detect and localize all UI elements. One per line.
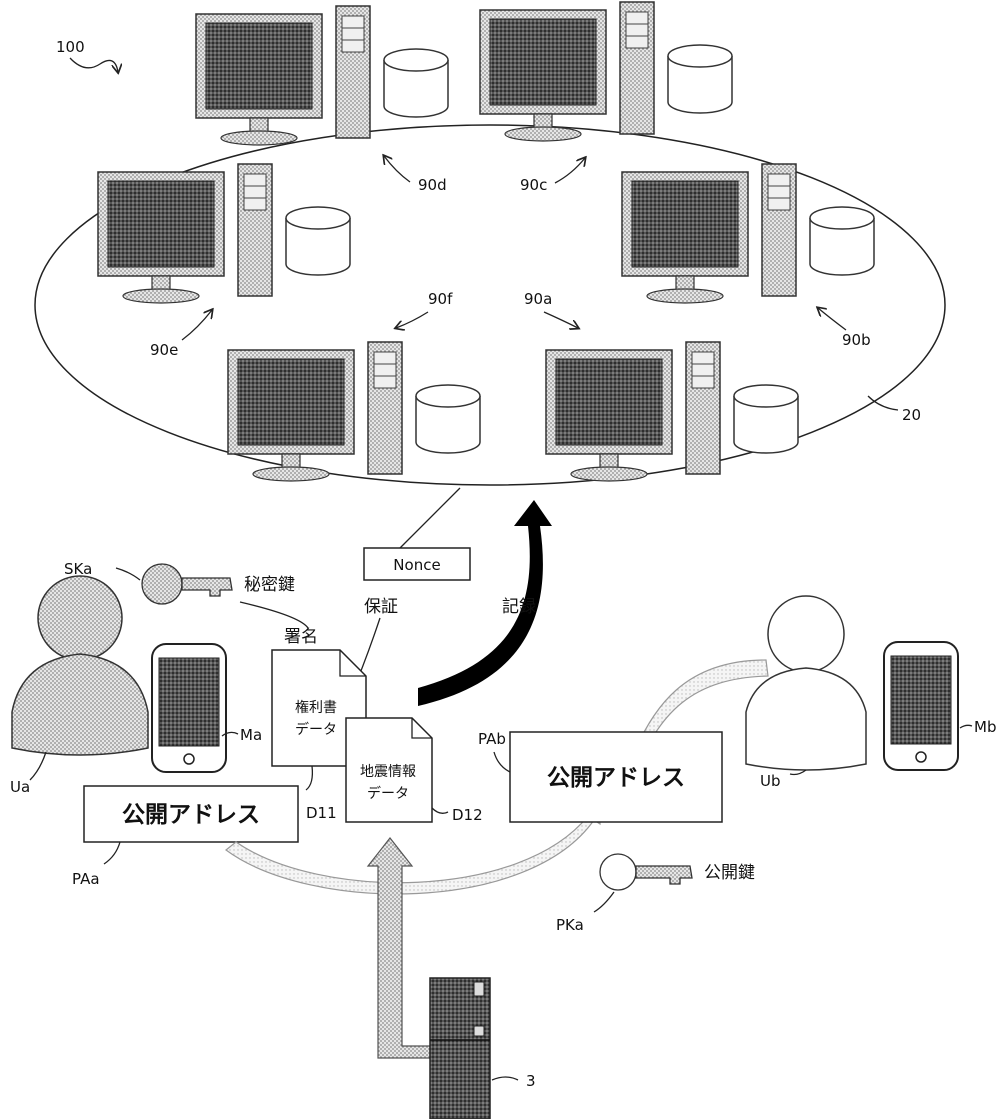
quake-document: 地震情報 データ — [346, 718, 432, 822]
svg-text:PKa: PKa — [556, 916, 584, 934]
svg-text:3: 3 — [526, 1072, 536, 1090]
svg-text:PAb: PAb — [478, 730, 506, 748]
svg-text:Nonce: Nonce — [393, 556, 440, 574]
terminal-b-label: Mb — [960, 718, 996, 736]
svg-text:D12: D12 — [452, 806, 483, 824]
quake-doc-ref: D12 — [432, 806, 483, 824]
node-90b — [622, 164, 874, 303]
user-a-figure — [12, 576, 148, 755]
public-address-a: 公開アドレス — [84, 786, 298, 842]
svg-text:データ: データ — [295, 721, 337, 738]
svg-text:公開アドレス: 公開アドレス — [122, 802, 260, 828]
node-label-90b: 90b — [818, 308, 871, 349]
user-a-label: Ua — [10, 752, 46, 796]
node-label-90f: 90f — [396, 290, 453, 328]
svg-text:秘密鍵: 秘密鍵 — [244, 575, 295, 595]
public-address-b: 公開アドレス — [510, 732, 722, 822]
node-label-90a: 90a — [524, 290, 578, 328]
svg-text:90b: 90b — [842, 331, 871, 349]
svg-text:Ma: Ma — [240, 726, 262, 744]
svg-text:Mb: Mb — [974, 718, 996, 736]
address-a-ref: PAa — [72, 842, 120, 888]
svg-text:100: 100 — [56, 38, 85, 56]
svg-text:権利書: 権利書 — [295, 699, 337, 716]
record-arrow: 記録 — [418, 500, 552, 706]
svg-text:保証: 保証 — [364, 597, 398, 617]
nonce-box: Nonce — [364, 548, 470, 580]
svg-text:90e: 90e — [150, 341, 178, 359]
node-label-90e: 90e — [150, 310, 212, 359]
svg-text:公開鍵: 公開鍵 — [704, 863, 755, 883]
key-icon — [142, 564, 232, 604]
seismic-sensor — [430, 978, 490, 1119]
svg-text:90d: 90d — [418, 176, 447, 194]
svg-text:地震情報: 地震情報 — [360, 764, 416, 780]
svg-text:90c: 90c — [520, 176, 547, 194]
svg-text:記録: 記録 — [502, 597, 536, 617]
node-90a — [546, 342, 798, 481]
public-key-group: 公開鍵 PKa — [556, 854, 755, 934]
svg-text:90f: 90f — [428, 290, 453, 308]
sensor-data-arrow — [368, 838, 430, 1058]
system-label: 100 — [56, 38, 118, 72]
node-label-90c: 90c — [520, 158, 585, 194]
svg-text:Ub: Ub — [760, 772, 781, 790]
svg-text:公開アドレス: 公開アドレス — [547, 765, 685, 791]
svg-text:PAa: PAa — [72, 870, 100, 888]
user-b-label: Ub — [760, 770, 806, 790]
phone-mb — [884, 642, 958, 770]
node-90e — [98, 164, 350, 303]
terminal-a-label: Ma — [222, 726, 262, 744]
user-b-figure — [746, 596, 866, 770]
sensor-label: 3 — [492, 1072, 536, 1090]
node-90c — [480, 2, 732, 141]
svg-text:20: 20 — [902, 406, 921, 424]
svg-text:D11: D11 — [306, 804, 337, 822]
svg-text:Ua: Ua — [10, 778, 30, 796]
address-b-ref: PAb — [478, 730, 510, 772]
svg-text:90a: 90a — [524, 290, 552, 308]
rights-doc-ref: D11 — [306, 766, 337, 822]
svg-text:署名: 署名 — [284, 627, 318, 647]
node-90f — [228, 342, 480, 481]
svg-text:データ: データ — [367, 785, 409, 802]
phone-ma — [152, 644, 226, 772]
key-icon — [600, 854, 692, 890]
node-label-90d: 90d — [384, 156, 447, 194]
node-90d — [196, 6, 448, 145]
